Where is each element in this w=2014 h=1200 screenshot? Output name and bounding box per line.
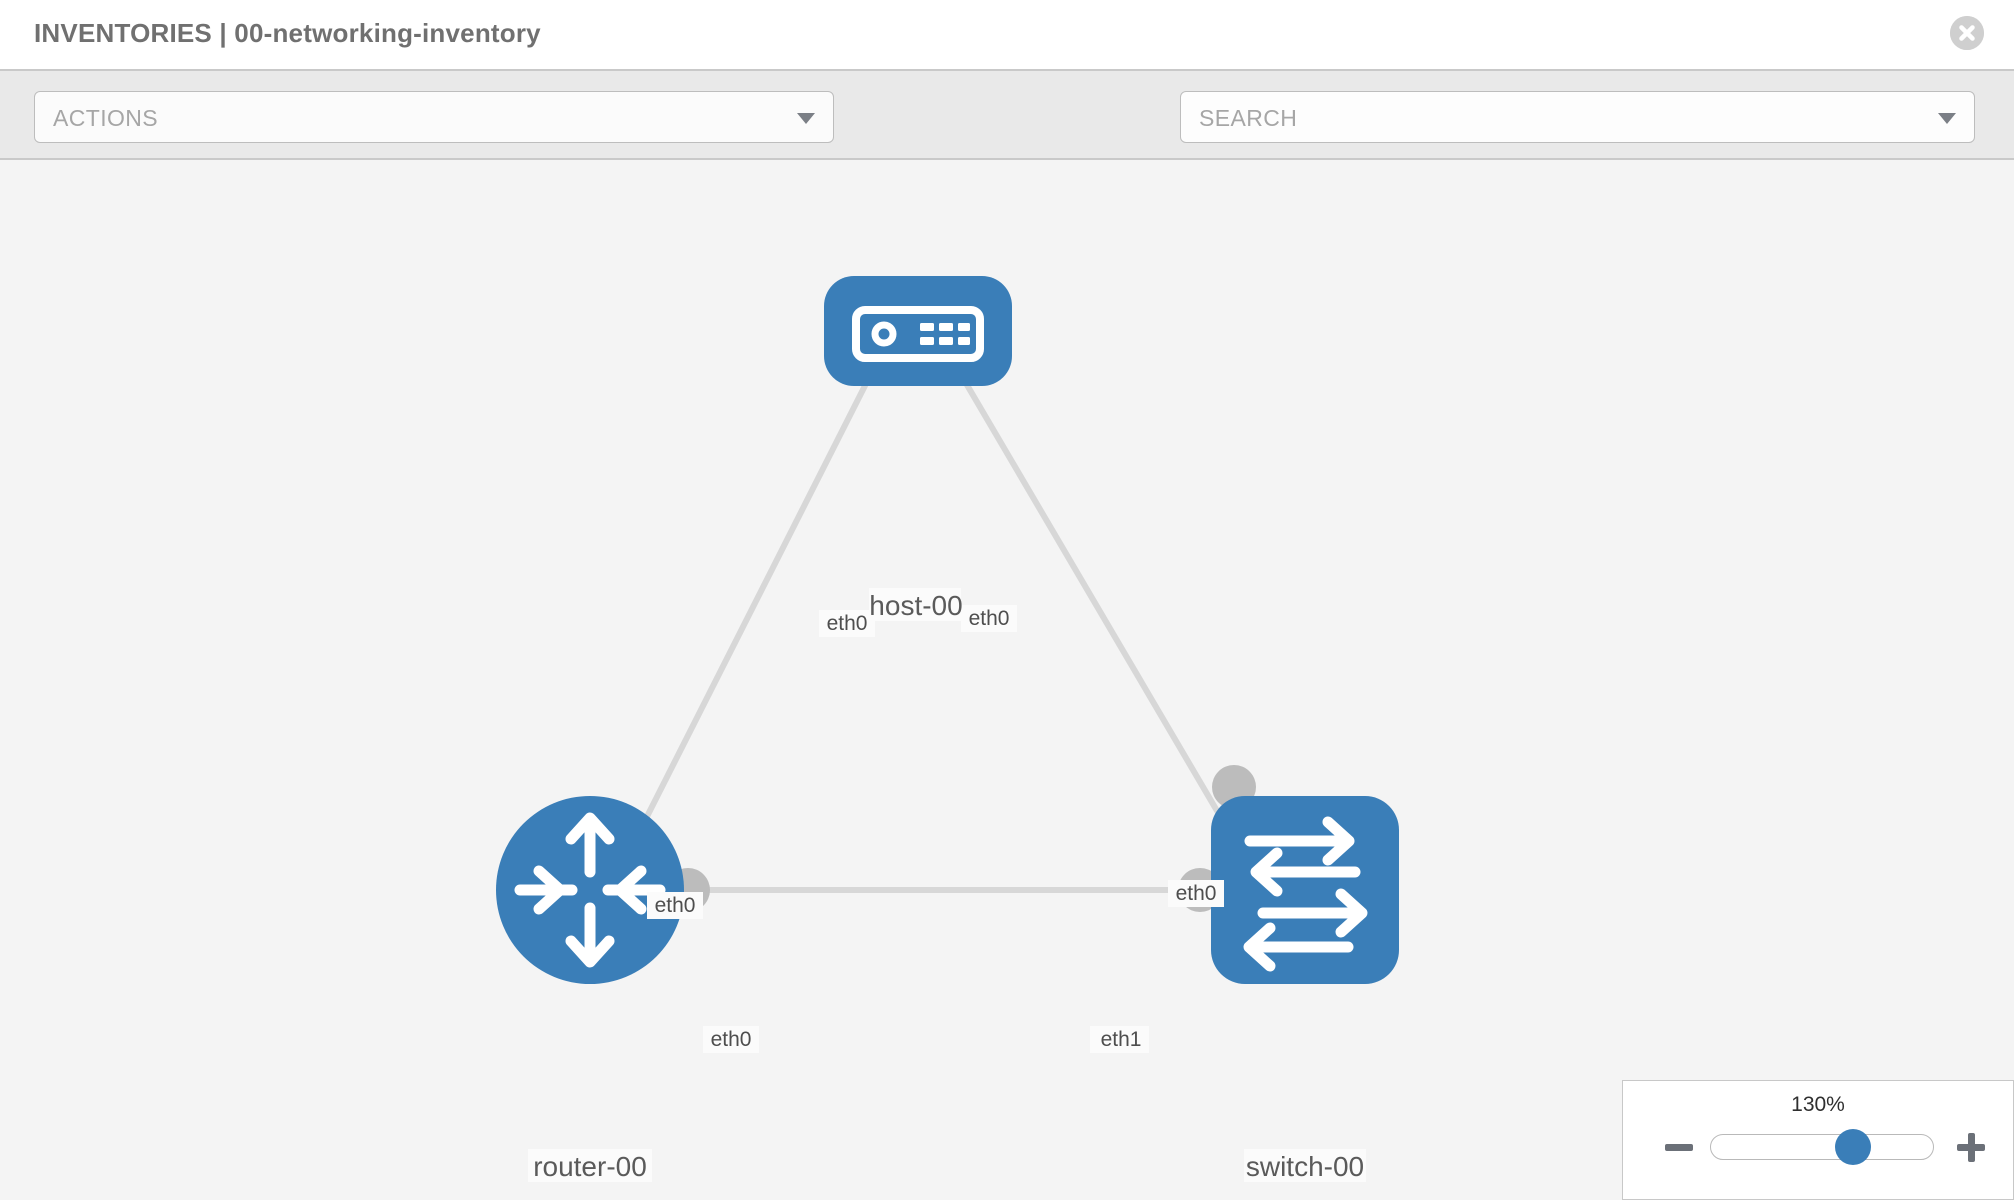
node-label-host-00: host-00 [869,588,963,621]
zoom-slider-thumb[interactable] [1835,1129,1872,1165]
iface-label-switch00-north: eth0 [1168,880,1224,907]
chevron-down-icon[interactable] [1938,113,1956,124]
zoom-level-label: 130% [1791,1093,1845,1116]
zoom-slider-row [1623,1127,2013,1167]
server-device-icon [852,306,984,362]
iface-label-text: eth0 [1176,882,1217,905]
node-labels: host-00 router-00 switch-00 [528,588,1366,1182]
page-header: INVENTORIES | 00-networking-inventory [0,0,2014,69]
iface-label-text: eth0 [711,1028,752,1051]
node-label-router-00: router-00 [528,1149,652,1182]
node-label-text: switch-00 [1246,1151,1364,1182]
toolbar: ACTIONS SEARCH [0,69,2014,201]
actions-dropdown-label: ACTIONS [53,105,159,131]
iface-label-text: eth0 [655,894,696,917]
topology-graph: eth0 eth0 eth0 eth0 eth0 [496,276,1399,1182]
iface-label-host00-left: eth0 [819,610,875,637]
switch-arrows-icon [1243,816,1368,972]
page-title: INVENTORIES | 00-networking-inventory [34,18,541,48]
zoom-control-panel: 130% [1622,1080,2014,1200]
close-icon[interactable] [1950,16,1984,50]
router-00-body[interactable] [496,796,684,984]
search-input[interactable]: SEARCH [1180,91,1975,143]
zoom-slider-track[interactable] [1710,1129,1934,1165]
plus-icon[interactable] [1955,1131,1987,1163]
interface-labels: eth0 eth0 eth0 eth0 eth0 [647,605,1224,1053]
node-switch-00[interactable] [1211,796,1399,984]
iface-label-text: eth0 [969,607,1010,630]
edge-host00-router00[interactable] [622,354,883,862]
switch-00-body[interactable] [1211,796,1399,984]
node-label-text: router-00 [533,1151,647,1182]
iface-label-text: eth0 [827,612,868,635]
minus-icon[interactable] [1663,1131,1695,1163]
edge-host00-switch00[interactable] [947,354,1243,852]
router-arrows-icon [514,812,666,968]
iface-label-switch00-west: eth1 [1093,1026,1149,1053]
search-placeholder: SEARCH [1199,105,1298,131]
node-host-00[interactable] [824,276,1012,386]
iface-label-router00-north: eth0 [647,892,703,919]
iface-label-router00-east: eth0 [703,1026,759,1053]
node-router-00[interactable] [496,796,684,984]
actions-dropdown[interactable]: ACTIONS [34,91,834,143]
iface-label-host00-right: eth0 [961,605,1017,632]
node-label-switch-00: switch-00 [1244,1149,1366,1182]
topology-edges [622,354,1243,893]
iface-label-text: eth1 [1101,1028,1142,1051]
chevron-down-icon [797,113,815,124]
topology-canvas[interactable]: eth0 eth0 eth0 eth0 eth0 [0,160,2014,1200]
node-label-text: host-00 [869,590,962,621]
